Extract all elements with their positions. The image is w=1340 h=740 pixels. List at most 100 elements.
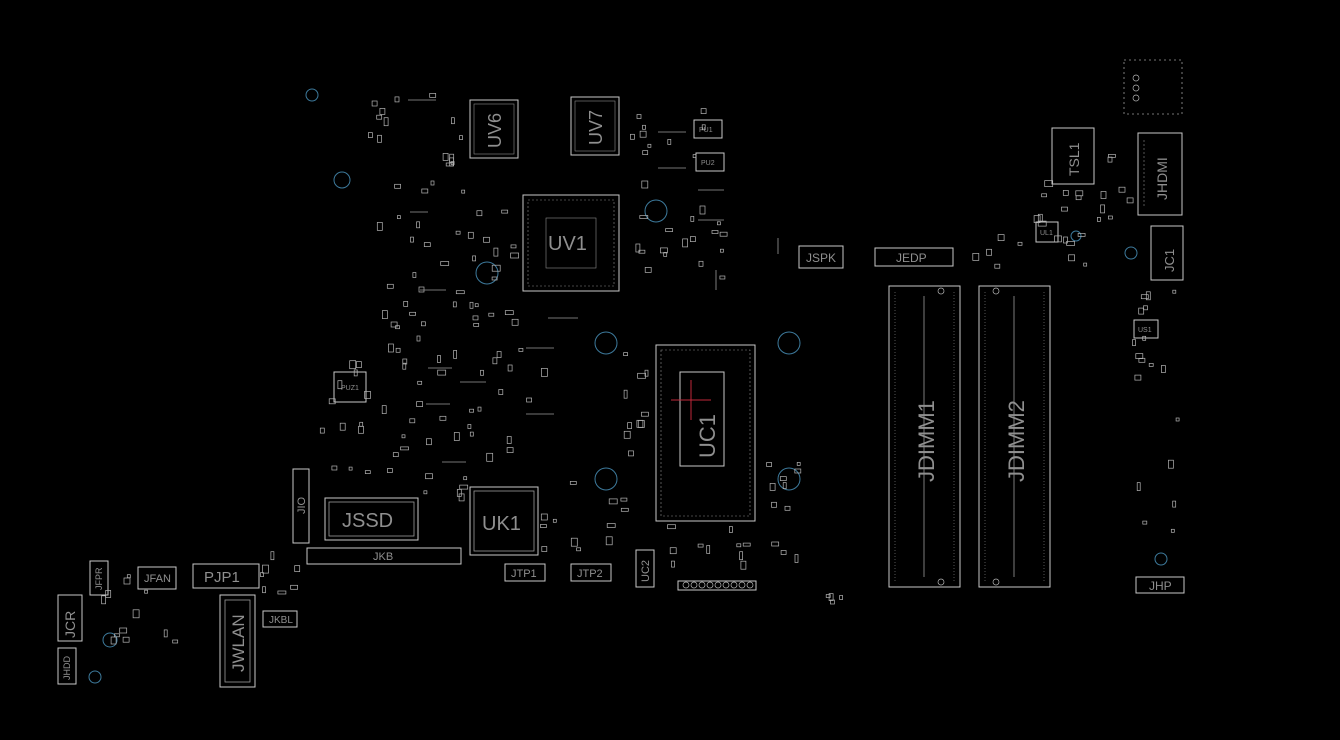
tsl1-label: TSL1 (1066, 142, 1082, 176)
smd-pad (510, 252, 519, 259)
smd-pad (641, 411, 649, 417)
jkb-connector[interactable]: JKB (306, 547, 462, 565)
uv6-chip[interactable]: UV6 (469, 99, 519, 159)
smd-pad (379, 108, 386, 115)
pjp1-connector[interactable]: PJP1 (192, 563, 260, 589)
smd-pad (825, 594, 831, 598)
jc1-connector[interactable]: JC1 (1150, 225, 1184, 281)
smd-pad (461, 189, 466, 194)
smd-pad (262, 564, 269, 574)
smd-pad (740, 560, 747, 570)
uk1-label: UK1 (482, 513, 521, 535)
jhp-connector[interactable]: JHP (1135, 576, 1185, 594)
smd-pad (364, 391, 371, 399)
smd-pad (364, 470, 371, 474)
uk1-chip[interactable]: UK1 (469, 486, 539, 556)
smd-pad (1097, 217, 1101, 222)
jtp2-connector[interactable]: JTP2 (570, 563, 612, 582)
uc2-chip[interactable]: UC2 (635, 549, 655, 588)
smd-pad (488, 312, 495, 317)
smd-pad (1100, 204, 1105, 214)
smd-pad (277, 590, 287, 595)
jcr-connector[interactable]: JCR (57, 594, 83, 642)
uc1-chip[interactable]: UC1 (655, 344, 756, 522)
smd-pad (972, 253, 980, 261)
pjp1-label: PJP1 (204, 569, 240, 586)
smd-pad (719, 275, 726, 280)
smd-pad (644, 369, 649, 377)
smd-pad (637, 372, 646, 379)
jssd-connector[interactable]: JSSD (324, 497, 419, 541)
smd-pad (1033, 215, 1041, 223)
smd-pad (518, 348, 524, 352)
smd-pad (729, 526, 733, 533)
smd-pad (469, 431, 474, 437)
smd-pad (480, 369, 484, 376)
smd-pad (620, 507, 629, 512)
smd-pad (1075, 195, 1082, 201)
smd-pad (501, 209, 509, 214)
smd-pad (387, 468, 393, 473)
smd-pad (1161, 365, 1166, 373)
jfpr-connector[interactable]: JFPR (89, 560, 109, 596)
smd-pad (739, 551, 743, 561)
smd-pad (1170, 528, 1175, 533)
smd-pad (699, 205, 706, 215)
tsl1-chip[interactable]: TSL1 (1051, 127, 1095, 185)
smd-pad (994, 263, 1001, 269)
puz1-chip[interactable]: PUZ1 (333, 371, 367, 403)
smd-pad (163, 629, 168, 638)
smd-pad (429, 93, 437, 98)
smd-pad (700, 108, 707, 114)
smd-pad (476, 210, 483, 217)
uv7-chip[interactable]: UV7 (570, 96, 620, 156)
smd-pad (1063, 236, 1068, 244)
jfan-connector[interactable]: JFAN (137, 566, 177, 590)
smd-pad (1148, 363, 1154, 367)
pu1-chip[interactable]: PU1 (693, 119, 723, 139)
jedp-connector[interactable]: JEDP (874, 247, 954, 267)
pu2-chip[interactable]: PU2 (695, 152, 725, 172)
ul1-chip[interactable]: UL1 (1035, 221, 1059, 243)
jkbl-connector[interactable]: JKBL (262, 610, 298, 628)
smd-pad (569, 481, 577, 485)
smd-pad (630, 133, 635, 140)
jtp1-label: JTP1 (511, 568, 537, 580)
smd-pad (337, 380, 343, 390)
smd-pad (766, 462, 772, 467)
jcr-label: JCR (62, 611, 78, 638)
smd-pad (1108, 154, 1116, 158)
smd-pad (469, 301, 474, 309)
smd-pad (1138, 307, 1145, 315)
uv6-label: UV6 (485, 113, 505, 148)
jhdmi-connector[interactable]: JHDMI (1137, 132, 1183, 216)
jio-connector[interactable]: JIO (292, 468, 310, 544)
smd-pad (294, 565, 301, 572)
smd-pad (377, 134, 382, 143)
smd-pad (452, 301, 457, 308)
smd-pad (453, 350, 457, 359)
jdimm1-slot[interactable]: JDIMM1 (888, 285, 961, 588)
smd-pad (669, 547, 677, 555)
smd-pad (425, 473, 433, 480)
jwlan-connector[interactable]: JWLAN (219, 594, 256, 688)
uv1-label: UV1 (548, 233, 587, 255)
smd-pad (472, 315, 479, 321)
smd-pad (1108, 215, 1113, 220)
smd-pad (473, 323, 480, 327)
smd-pad (635, 243, 641, 253)
smd-pad (376, 222, 383, 231)
smd-pad (458, 493, 465, 502)
jtp1-connector[interactable]: JTP1 (504, 563, 546, 582)
pu1-label: PU1 (699, 127, 713, 134)
jdimm2-slot[interactable]: JDIMM2 (978, 285, 1051, 588)
uv1-chip[interactable]: UV1 (522, 194, 620, 292)
smd-pad (784, 505, 791, 511)
smd-pad (828, 593, 834, 601)
jhdd-connector[interactable]: JHDD (57, 647, 77, 685)
smd-pad (1062, 190, 1069, 196)
jspk-connector[interactable]: JSPK (798, 245, 844, 269)
smd-pad (353, 369, 358, 377)
smd-pad (418, 286, 425, 293)
smd-pad (1136, 482, 1141, 491)
